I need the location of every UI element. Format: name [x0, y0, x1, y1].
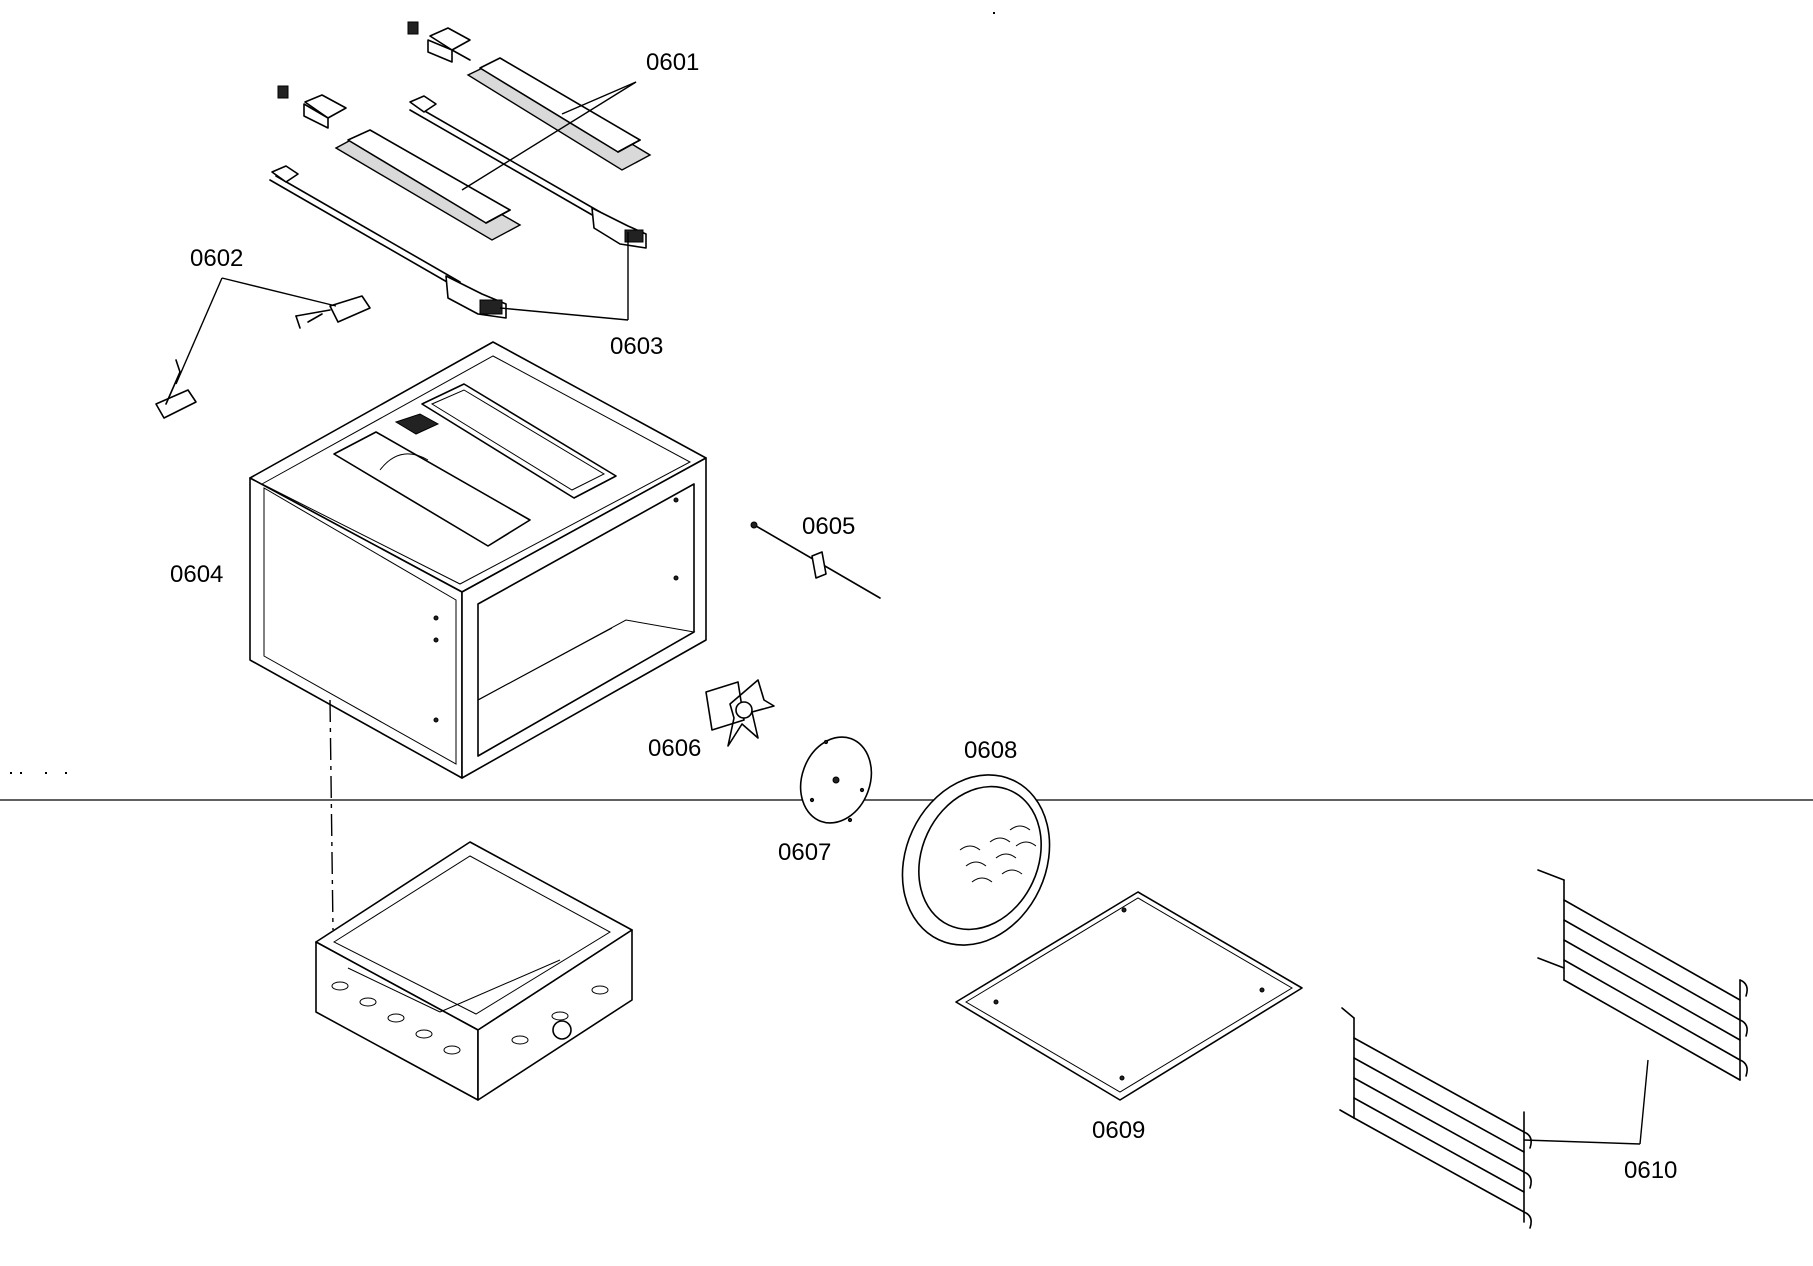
part-0602-sensors[interactable] [155, 295, 371, 419]
alignment-line [329, 699, 334, 931]
part-0604-oven-cavity[interactable] [249, 341, 707, 779]
label-0606: 0606 [648, 735, 701, 762]
part-0610-shelf-supports[interactable] [1339, 869, 1748, 1229]
label-0601: 0601 [646, 49, 699, 76]
label-0604: 0604 [170, 561, 223, 588]
label-0610: 0610 [1624, 1157, 1677, 1184]
part-0608-fan-cover[interactable] [875, 751, 1076, 970]
part-0601-heating-elements[interactable] [277, 21, 652, 241]
leader-lines [175, 81, 1649, 1145]
part-0603-wire-connectors[interactable] [269, 95, 647, 319]
base-assembly[interactable] [315, 841, 633, 1101]
corner-dots [10, 12, 995, 774]
label-0603: 0603 [610, 333, 663, 360]
part-0606-fan-motor[interactable] [705, 679, 775, 747]
label-0608: 0608 [964, 737, 1017, 764]
part-0607-fan-gasket[interactable] [789, 727, 883, 833]
label-0609: 0609 [1092, 1117, 1145, 1144]
label-0605: 0605 [802, 513, 855, 540]
part-0605-temperature-probe[interactable] [750, 521, 881, 599]
part-0609-floor-plate[interactable] [955, 891, 1303, 1101]
label-0602: 0602 [190, 245, 243, 272]
label-0607: 0607 [778, 839, 831, 866]
